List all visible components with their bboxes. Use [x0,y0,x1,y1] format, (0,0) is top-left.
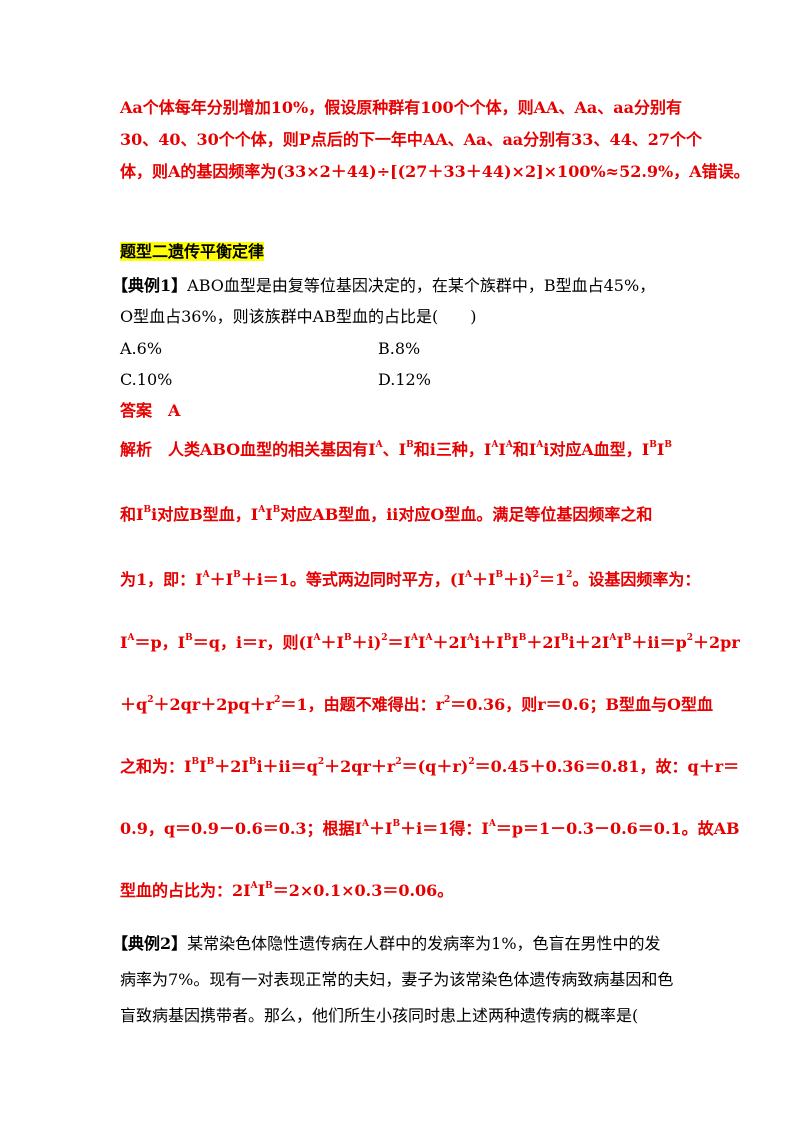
example1-options-row-1: A.6% B.8% [120,339,690,359]
example1-tag: 【典例1】 [112,276,188,295]
example1-q1: ABO血型是由复等位基因决定的，在某个族群中，B型血占45%， [187,276,656,295]
example1-options-row-2: C.10% D.12% [120,370,690,390]
section-title: 题型二遗传平衡定律 [120,242,265,261]
option-d: D.12% [378,370,431,389]
example2-line-2: 病率为7%。现有一对表现正常的夫妇，妻子为该常染色体遗传病致病基因和色 [120,970,674,989]
option-c: C.10% [120,370,173,389]
example1-question-line-2: O型血占36%，则该族群中AB型血的占比是( ) [120,307,477,326]
analysis-line-1: 解析 人类ABO血型的相关基因有IA、IB和i三种，IAIA和IAi对应A血型，… [120,439,672,459]
section-title-row: 题型二遗传平衡定律 [120,242,690,262]
intro-line-1: Aa个体每年分别增加10%，假设原种群有100个个体，则AA、Aa、aa分别有 [120,98,682,117]
analysis-line-4: IA＝p，IB＝q，i＝r，则(IA＋IB＋i)2＝IAIA＋2IAi＋IBIB… [120,632,740,652]
analysis-line-8: 型血的占比为：2IAIB＝2×0.1×0.3＝0.06。 [120,880,454,900]
intro-line-3: 体，则A的基因频率为(33×2＋44)÷[(27＋33＋44)×2]×100%≈… [120,162,750,181]
example2-line-3: 盲致病基因携带者。那么，他们所生小孩同时患上述两种遗传病的概率是( [120,1006,639,1025]
example2-tag: 【典例2】 [112,934,188,953]
example1-answer: 答案 A [120,401,181,420]
option-a: A.6% [120,339,163,358]
analysis-line-3: 为1，即：IA＋IB＋i＝1。等式两边同时平方，(IA＋IB＋i)2＝12。设基… [120,569,701,589]
example1-question-line-1: 【典例1】ABO血型是由复等位基因决定的，在某个族群中，B型血占45%， [112,276,690,296]
analysis-line-6: 之和为：IBIB＋2IBi＋ii＝q2＋2qr＋r2＝(q＋r)2＝0.45＋0… [120,756,740,776]
intro-line-2: 30、40、30个个体，则P点后的下一年中AA、Aa、aa分别有33、44、27… [120,130,702,149]
analysis-line-7: 0.9，q＝0.9－0.6＝0.3；根据IA＋IB＋i＝1得：IA＝p＝1－0.… [120,818,740,838]
example2-line-1: 【典例2】某常染色体隐性遗传病在人群中的发病率为1%，色盲在男性中的发 [112,934,661,953]
option-b: B.8% [378,339,421,358]
analysis-line-2: 和IBi对应B型血，IAIB对应AB型血，ii对应O型血。满足等位基因频率之和 [120,504,653,524]
analysis-line-5: ＋q2＋2qr＋2pq＋r2＝1，由题不难得出：r2＝0.36，则r＝0.6；B… [120,694,713,714]
